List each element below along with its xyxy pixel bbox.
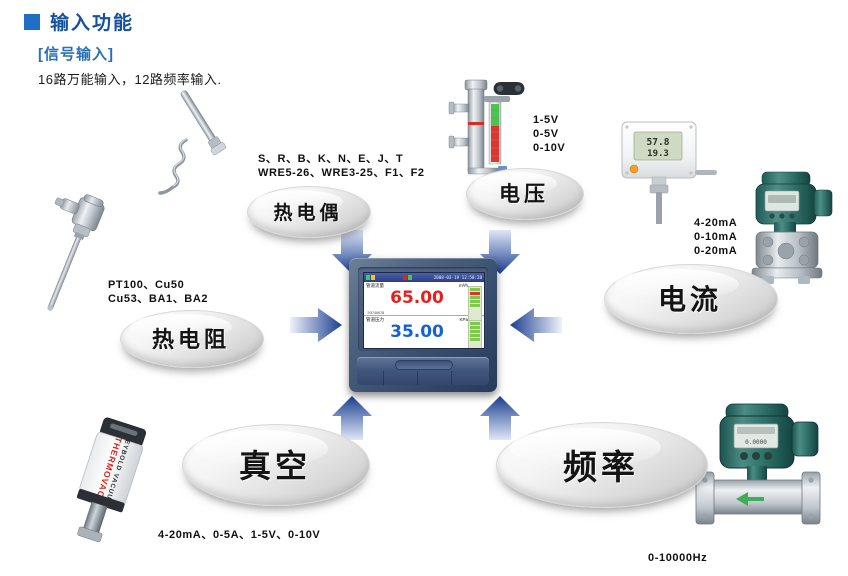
screen-timestamp: 2008-03-19 12:58:28 bbox=[433, 275, 482, 280]
channel-row-pressure: 管道压力 KPa 35.00 bbox=[364, 316, 484, 348]
spec-current: 4-20mA 0-10mA 0-20mA bbox=[694, 217, 738, 257]
bubble-disc bbox=[182, 424, 370, 506]
channel-value: 35.00 bbox=[390, 321, 444, 342]
svg-text:19.3: 19.3 bbox=[647, 149, 669, 159]
bubble-disc bbox=[496, 422, 708, 508]
bar-seg bbox=[470, 292, 480, 295]
channel-unit: KPa bbox=[459, 316, 468, 322]
bubble-disc bbox=[120, 310, 264, 368]
spec-vacuum: 4-20mA、0-5A、1-5V、0-10V bbox=[158, 529, 321, 541]
flow-direction-arrow-icon bbox=[736, 492, 764, 506]
bar-seg bbox=[470, 329, 480, 333]
paperless-recorder[interactable]: 2008-03-19 12:58:28 管道流量 m³/h 65.00 ЭЭ74… bbox=[349, 258, 497, 392]
bubble-disc bbox=[466, 168, 584, 220]
drawer-seam bbox=[451, 371, 452, 385]
channel-code: ЭЭ746678 bbox=[367, 310, 385, 315]
recorder-drawer[interactable] bbox=[357, 357, 489, 385]
recorder-screen[interactable]: 2008-03-19 12:58:28 管道流量 m³/h 65.00 ЭЭ74… bbox=[363, 272, 485, 349]
section-label: [信号输入] bbox=[38, 46, 114, 63]
bubble-current[interactable]: 电流 bbox=[604, 264, 778, 334]
device-magnetic-level-gauge bbox=[448, 79, 525, 175]
spec-frequency: 0-10000Hz bbox=[648, 552, 708, 564]
status-icons-mid bbox=[403, 275, 413, 280]
bullet-square-icon bbox=[24, 13, 40, 30]
channel-row-flow: 管道流量 m³/h 65.00 ЭЭ746678 bbox=[364, 282, 484, 328]
channel-tag: 管道流量 bbox=[366, 283, 384, 288]
bubble-thermocouple[interactable]: 热电偶 bbox=[247, 186, 371, 238]
status-chip-green bbox=[366, 275, 370, 280]
spec-rtd: PT100、Cu50 Cu53、BA1、BA2 bbox=[108, 279, 209, 305]
bubble-disc bbox=[247, 186, 371, 238]
drawer-seam bbox=[383, 371, 384, 385]
device-thermovac-vacuum-sensor: LEYBOLD VACUUM THERMOVAC bbox=[76, 417, 146, 543]
arrow-up-vacuum bbox=[332, 396, 372, 440]
channel-tag: 管道压力 bbox=[366, 316, 384, 322]
bubble-label: 频率 bbox=[563, 447, 639, 488]
bubble-voltage[interactable]: 电压 bbox=[466, 168, 584, 220]
bubble-label: 电压 bbox=[499, 182, 549, 206]
device-rtd-temperature-probe bbox=[47, 194, 105, 311]
device-differential-pressure-transmitter bbox=[751, 171, 833, 284]
bar-seg bbox=[470, 325, 480, 329]
drawer-handle[interactable] bbox=[395, 360, 453, 370]
device-thermocouple-probe bbox=[158, 90, 227, 195]
bar-seg bbox=[470, 337, 480, 341]
bubble-label: 热电偶 bbox=[273, 201, 343, 224]
spec-voltage: 1-5V 0-5V 0-10V bbox=[533, 114, 566, 154]
bar-seg bbox=[470, 288, 480, 291]
bubble-label: 真空 bbox=[238, 447, 311, 485]
page-title: 输入功能 bbox=[50, 13, 135, 34]
bar-seg bbox=[470, 300, 480, 303]
device-electromagnetic-flow-meter: 0.0000 bbox=[695, 403, 821, 525]
bubble-label: 热电阻 bbox=[151, 328, 230, 353]
channel-value: 65.00 bbox=[390, 288, 444, 308]
bar-seg bbox=[470, 333, 480, 337]
channel-bargraph bbox=[468, 319, 482, 348]
arrow-up-frequency bbox=[480, 396, 520, 440]
status-chip-green2 bbox=[408, 275, 413, 280]
channel-bargraph bbox=[468, 286, 482, 328]
drawer-seam bbox=[417, 371, 418, 385]
device-temperature-humidity-transmitter: 57.8 19.3 bbox=[621, 121, 717, 224]
svg-text:57.8: 57.8 bbox=[647, 137, 670, 148]
svg-text:0.0000: 0.0000 bbox=[745, 439, 767, 446]
status-icons-left bbox=[366, 275, 375, 280]
channel-unit: m³/h bbox=[459, 283, 468, 288]
screen-status-bar: 2008-03-19 12:58:28 bbox=[364, 273, 484, 282]
spec-thermocouple: S、R、B、K、N、E、J、T WRE5-26、WRE3-25、F1、F2 bbox=[258, 153, 425, 179]
bar-seg bbox=[470, 321, 480, 325]
bubble-vacuum[interactable]: 真空 bbox=[182, 424, 370, 506]
bubble-rtd[interactable]: 热电阻 bbox=[120, 310, 264, 368]
bar-seg bbox=[470, 296, 480, 299]
bubble-disc bbox=[604, 264, 778, 334]
section-description: 16路万能输入，12路频率输入. bbox=[38, 72, 222, 87]
status-chip-yellow bbox=[371, 275, 375, 280]
bubble-frequency[interactable]: 频率 bbox=[496, 422, 708, 508]
status-chip-red bbox=[403, 275, 408, 280]
bubble-label: 电流 bbox=[657, 283, 722, 316]
bar-seg bbox=[470, 304, 480, 307]
arrow-left-current bbox=[510, 308, 562, 342]
arrow-right-rtd bbox=[290, 308, 342, 342]
page-header: 输入功能 bbox=[24, 8, 134, 35]
